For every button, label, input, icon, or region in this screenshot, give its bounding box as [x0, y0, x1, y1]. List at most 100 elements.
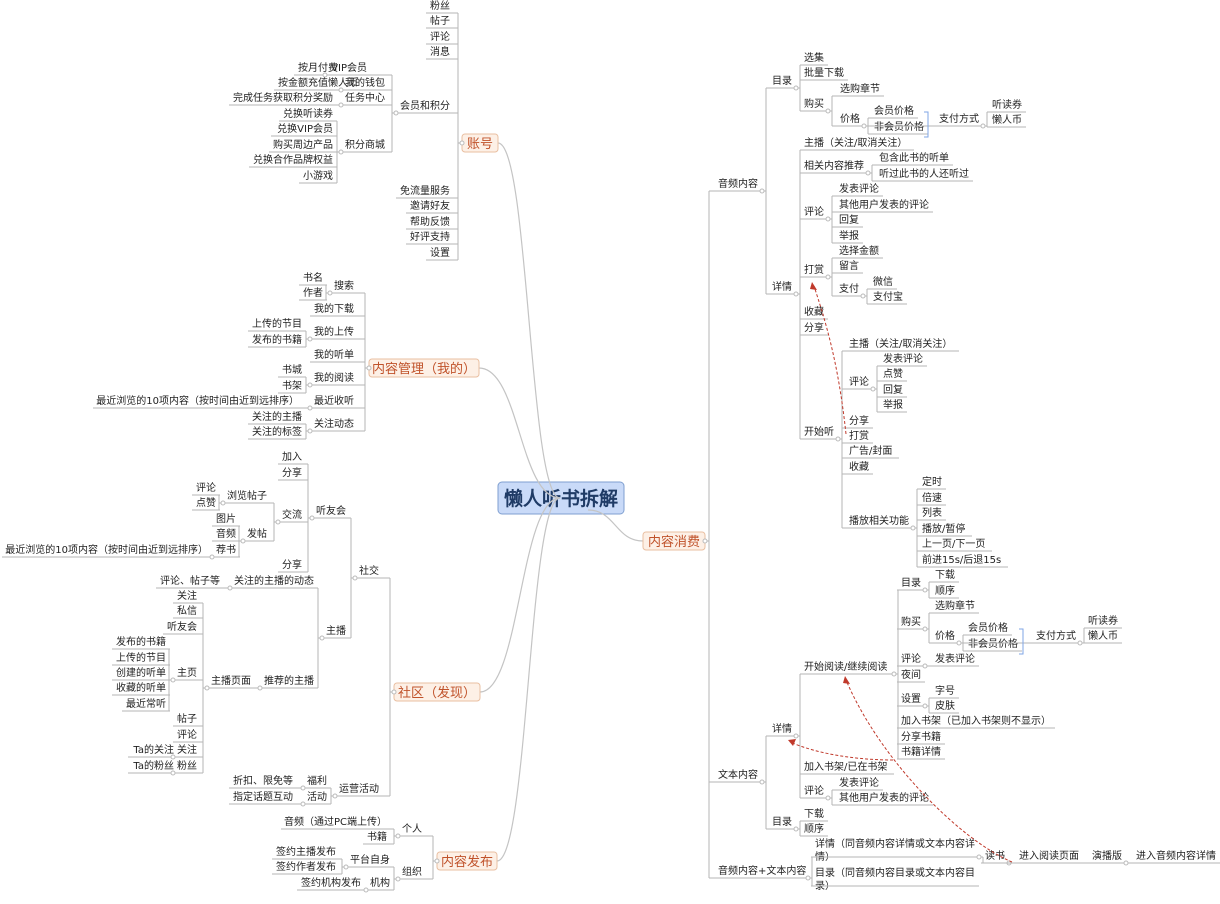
- node-label: 发表评论: [935, 652, 975, 665]
- node-label: 关注: [177, 743, 197, 756]
- branch-label: 账号: [467, 137, 493, 152]
- node-label: 选集: [804, 51, 824, 64]
- node-label: 音频: [216, 527, 236, 540]
- node-label: 浏览帖子: [227, 489, 267, 502]
- collapse-dot: [922, 626, 928, 632]
- node-label: 指定话题互动: [233, 790, 293, 803]
- branch-node[interactable]: 内容发布: [436, 851, 498, 871]
- node-label: 邀请好友: [410, 199, 450, 212]
- branch-node[interactable]: 账号: [461, 133, 499, 153]
- node-label: 听读券: [992, 98, 1022, 111]
- collapse-dot: [366, 365, 372, 371]
- collapse-dot: [910, 525, 916, 531]
- arrow-head: [788, 739, 796, 746]
- summary-bracket: [1019, 628, 1024, 655]
- node-label: 评论: [804, 205, 824, 218]
- node-label: 分享书籍: [901, 730, 941, 743]
- arrow-head: [843, 676, 850, 684]
- branch-label: 内容管理（我的）: [372, 361, 476, 377]
- collapse-dot: [825, 274, 831, 280]
- node-label: 播放/暂停: [922, 522, 965, 535]
- node-label: 关注: [177, 589, 197, 602]
- node-label: 设置: [430, 247, 450, 259]
- main-connector: [496, 497, 561, 862]
- node-label: 举报: [839, 229, 859, 242]
- collapse-dot: [309, 515, 315, 521]
- node-label: 字号: [935, 684, 955, 697]
- node-label: 作者: [303, 287, 323, 299]
- relation-arrow-book-detail: [789, 741, 894, 761]
- collapse-dot: [835, 436, 841, 442]
- node-label: 评论: [177, 728, 197, 741]
- node-label: 举报: [883, 398, 903, 411]
- collapse-dot: [793, 85, 799, 91]
- node-label: 评论: [430, 30, 450, 43]
- node-label: 收藏: [804, 305, 824, 318]
- collapse-dot: [300, 785, 306, 791]
- collapse-dot: [322, 72, 328, 78]
- collapse-dot: [860, 293, 866, 299]
- node-label: 加入: [282, 451, 302, 463]
- node-label: 积分商城: [345, 138, 385, 151]
- node-label: 书架: [282, 380, 302, 392]
- node-label: 定时: [922, 475, 942, 488]
- node-label: 加入书架（已加入书架则不显示）: [901, 714, 1051, 727]
- node-label: 点赞: [196, 496, 216, 509]
- collapse-dot: [793, 733, 799, 739]
- node-label: 详情（同音频内容详情或文本内容详: [815, 837, 975, 850]
- node-label: 支付方式: [939, 112, 979, 125]
- node-label: 进入音频内容详情: [1136, 849, 1216, 862]
- node-label: 购买周边产品: [273, 138, 333, 151]
- node-label: 会员价格: [968, 621, 1008, 634]
- main-connector: [497, 142, 561, 499]
- node-label: 回复: [883, 383, 903, 396]
- branch-node[interactable]: 社区（发现）: [393, 682, 481, 702]
- node-label: 顺序: [804, 822, 824, 835]
- node-label: 进入阅读页面: [1019, 849, 1079, 862]
- node-label: 目录: [772, 816, 792, 828]
- node-label: VIP会员: [331, 61, 367, 74]
- branch-node[interactable]: 内容管理（我的）: [368, 358, 480, 378]
- node-label: 按金额充值懒人币: [278, 76, 358, 89]
- node-label: 下载: [804, 808, 824, 820]
- collapse-dot: [980, 123, 986, 129]
- node-label: 目录: [772, 75, 792, 87]
- node-label: 设置: [901, 693, 921, 705]
- node-label: 发布的书籍: [116, 635, 166, 648]
- collapse-dot: [861, 123, 867, 129]
- node-label: 任务中心: [345, 91, 385, 104]
- node-label: 打赏: [804, 263, 824, 276]
- node-label: 免流量服务: [400, 184, 450, 197]
- collapse-dot: [275, 519, 281, 525]
- node-label: 会员和积分: [400, 99, 450, 112]
- node-label: 帖子: [430, 14, 450, 27]
- collapse-dot: [395, 833, 401, 839]
- node-label: 主播（关注/取消关注）: [804, 136, 907, 149]
- collapse-dot: [870, 386, 876, 392]
- branch-node[interactable]: 内容消费: [642, 531, 706, 551]
- node-label: 其他用户发表的评论: [839, 198, 929, 211]
- collapse-dot: [240, 538, 246, 544]
- node-label: 相关内容推荐: [804, 159, 864, 172]
- node-label: 选择金额: [839, 244, 879, 257]
- collapse-dot: [319, 635, 325, 641]
- node-label: 分享: [804, 321, 824, 334]
- node-label: 演播版: [1092, 849, 1122, 862]
- node-label: 帖子: [177, 712, 197, 725]
- node-label: 开始阅读/继续阅读: [804, 660, 887, 673]
- node-label: 主播（关注/取消关注）: [849, 337, 952, 350]
- root-node[interactable]: 懒人听书拆解: [497, 481, 625, 515]
- node-label: 打赏: [849, 429, 869, 442]
- node-label: 关注的主播的动态: [234, 574, 314, 587]
- relation-arrow-reading: [845, 679, 1013, 863]
- node-label: 小游戏: [303, 169, 333, 182]
- node-label: 好评支持: [410, 230, 450, 243]
- collapse-dot: [393, 110, 399, 116]
- node-label: 发表评论: [839, 776, 879, 789]
- node-label: 顺序: [935, 584, 955, 597]
- collapse-dot: [793, 826, 799, 832]
- node-label: 分享: [849, 414, 869, 427]
- node-label: 主播: [326, 624, 346, 637]
- node-label: 我的阅读: [314, 371, 354, 384]
- node-label: 选购章节: [935, 599, 975, 612]
